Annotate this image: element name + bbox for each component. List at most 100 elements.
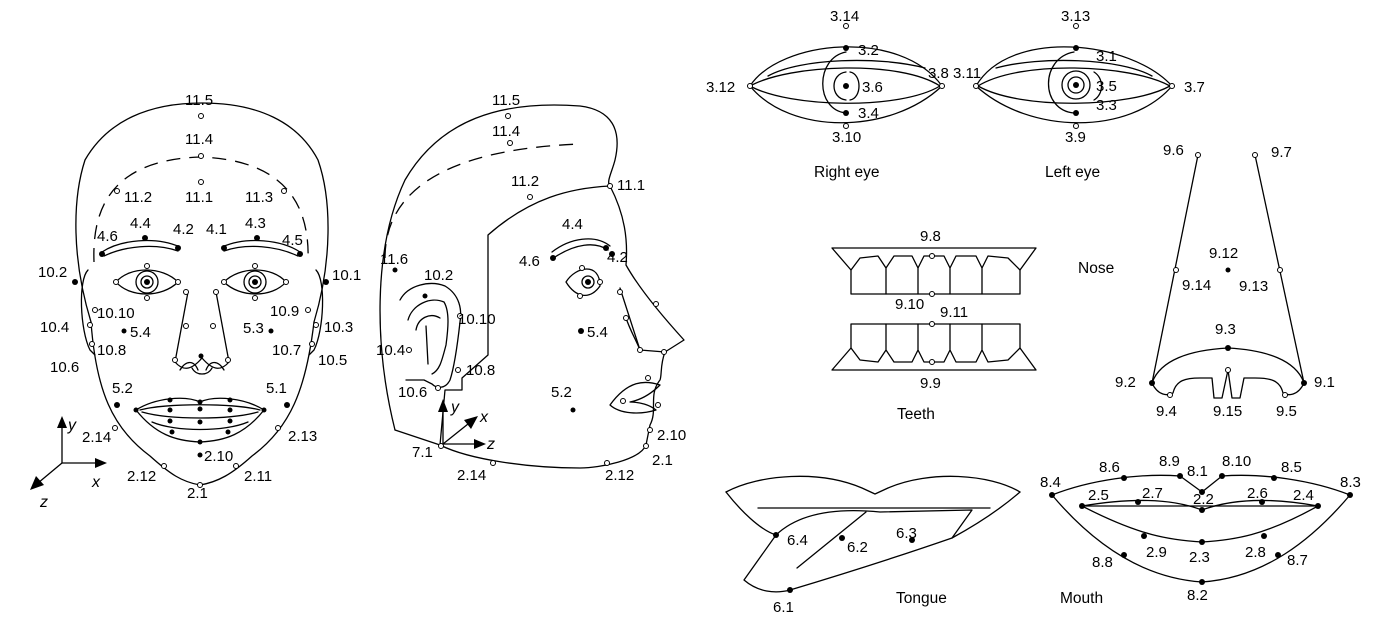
feature-point [268, 328, 274, 334]
label: 8.1 [1187, 463, 1208, 480]
teeth-lower-row [850, 323, 1021, 363]
label: 10.10 [458, 311, 496, 328]
label: 9.14 [1182, 277, 1211, 294]
label: 4.1 [206, 221, 227, 238]
feature-point [281, 188, 287, 194]
label: 2.1 [652, 452, 673, 469]
label: 8.9 [1159, 453, 1180, 470]
axis-label-z: z [39, 494, 48, 511]
label: 2.1 [187, 485, 208, 502]
label: 4.6 [519, 253, 540, 270]
feature-point [1301, 380, 1307, 386]
right-eye-lower-arc [749, 85, 943, 124]
feature-point [550, 255, 556, 261]
front-ear-right [80, 269, 96, 356]
feature-point [1167, 392, 1173, 398]
feature-point [1347, 492, 1353, 498]
label: 2.11 [244, 468, 272, 485]
right-eye-iris-arc [822, 51, 847, 114]
side-ear-inner-2 [415, 315, 441, 365]
label: 10.8 [97, 342, 126, 359]
feature-point [1049, 492, 1055, 498]
label: 9.15 [1213, 403, 1242, 420]
label: 10.6 [398, 384, 427, 401]
caption-right-eye: Right eye [814, 164, 879, 181]
feature-point [1073, 82, 1079, 88]
feature-point [169, 429, 175, 435]
side-ear-outer [399, 282, 462, 388]
feature-point [585, 279, 591, 285]
feature-point [1252, 152, 1258, 158]
label: 4.2 [173, 221, 194, 238]
label: 9.4 [1156, 403, 1177, 420]
feature-point [609, 251, 615, 257]
feature-point [1079, 503, 1085, 509]
outline-stroke [30, 476, 44, 490]
feature-point [647, 427, 653, 433]
label: 10.10 [97, 305, 135, 322]
side-neck-line [394, 429, 441, 446]
label: 6.1 [773, 599, 794, 616]
feature-point [839, 535, 845, 541]
teeth-upper-row [850, 255, 1021, 295]
feature-point [603, 245, 609, 251]
label: 9.2 [1115, 374, 1136, 391]
feature-point [1141, 533, 1147, 539]
outline-stroke [37, 462, 63, 484]
feature-point [1275, 552, 1281, 558]
tongue-upper-lip [725, 475, 1021, 495]
feature-point [1199, 489, 1205, 495]
label: 10.9 [270, 303, 299, 320]
label: 9.9 [920, 375, 941, 392]
feature-point [929, 291, 935, 297]
feature-point [213, 289, 219, 295]
feature-point [929, 321, 935, 327]
feature-point [113, 279, 119, 285]
feature-point [661, 349, 667, 355]
nose [1149, 152, 1307, 399]
feature-point [1073, 45, 1079, 51]
tongue-center-line [796, 511, 867, 569]
feature-point [1135, 499, 1141, 505]
feature-point [1073, 123, 1079, 129]
left-eye-upper-arc [975, 46, 1173, 87]
feature-point [323, 279, 329, 285]
feature-point [1121, 475, 1127, 481]
feature-point [1277, 267, 1283, 273]
feature-point [252, 279, 258, 285]
label: 2.12 [605, 467, 634, 484]
label: 8.10 [1222, 453, 1251, 470]
label: 2.4 [1293, 487, 1314, 504]
label: 9.13 [1239, 278, 1268, 295]
feature-point [1271, 475, 1277, 481]
feature-point [283, 279, 289, 285]
front-iris-left-inner [248, 275, 262, 289]
label: 11.1 [185, 189, 213, 206]
label: 9.11 [940, 304, 968, 321]
feature-point [198, 153, 204, 159]
feature-point [99, 251, 105, 257]
feature-point [167, 397, 173, 403]
side-brow [551, 238, 611, 253]
label: 2.8 [1245, 544, 1266, 561]
label: 11.3 [245, 189, 273, 206]
feature-point [197, 406, 203, 412]
label: 11.4 [492, 123, 520, 140]
feature-point [309, 341, 315, 347]
label: 2.12 [127, 468, 156, 485]
axis-label-x: x [91, 474, 101, 491]
label: 3.10 [832, 129, 861, 146]
outline-stroke [57, 416, 67, 428]
feature-point [843, 110, 849, 116]
feature-point [607, 183, 613, 189]
label: 3.2 [858, 42, 879, 59]
label: 10.8 [466, 362, 495, 379]
feature-point [1121, 552, 1127, 558]
label: 6.4 [787, 532, 808, 549]
feature-point [284, 402, 290, 408]
left-eye-lower-arc [975, 85, 1173, 124]
feature-point [392, 267, 398, 273]
feature-point [406, 347, 412, 353]
label: 5.1 [266, 380, 287, 397]
feature-point [527, 194, 533, 200]
